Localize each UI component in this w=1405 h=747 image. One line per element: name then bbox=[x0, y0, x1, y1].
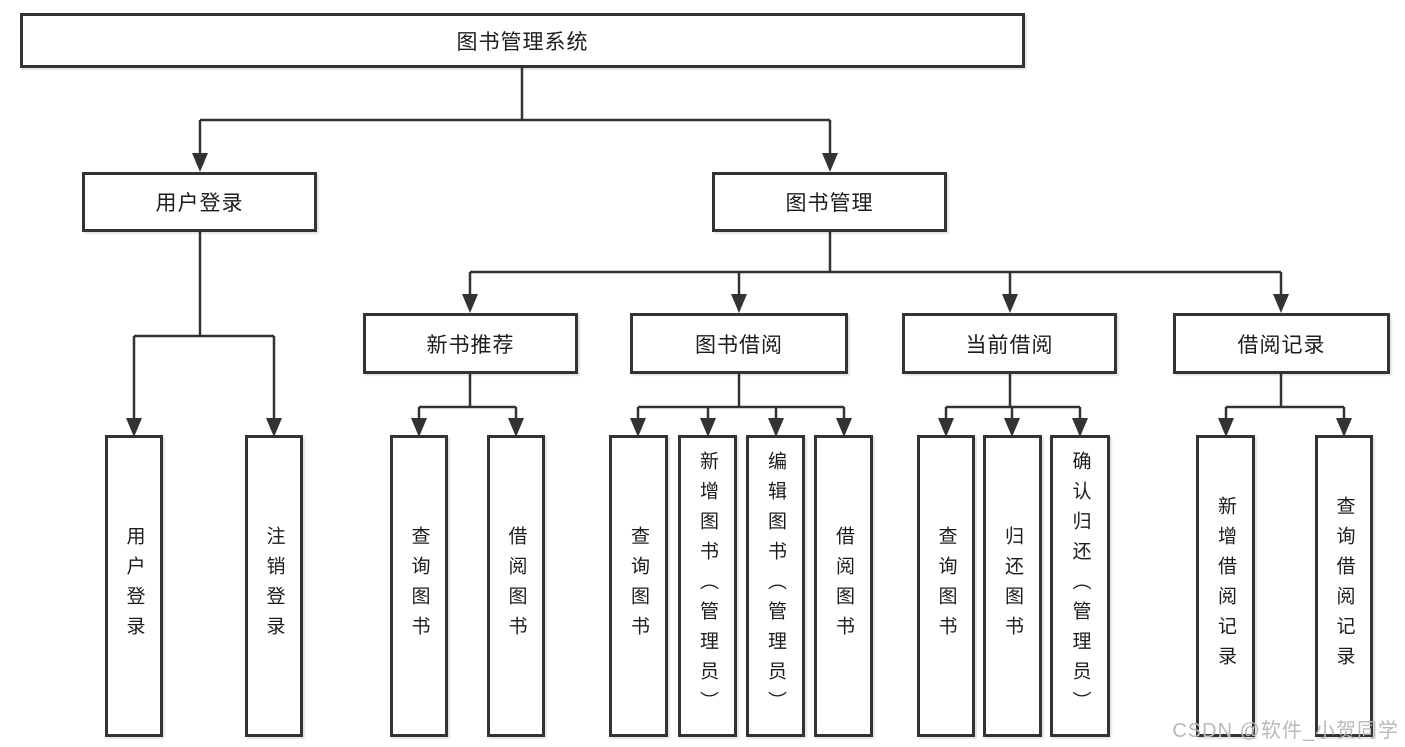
node-current-borrow-label: 当前借阅 bbox=[965, 333, 1054, 357]
node-current-borrow: 当前借阅 bbox=[902, 313, 1117, 374]
node-book-management-label: 图书管理 bbox=[785, 192, 874, 215]
csdn-watermark: CSDN @软件_小贺同学 bbox=[1172, 720, 1399, 742]
leaf-bb-add-book-admin: 新增图书（管理员） bbox=[678, 435, 737, 737]
node-root: 图书管理系统 bbox=[20, 13, 1025, 68]
node-borrow-records-label: 借阅记录 bbox=[1237, 333, 1326, 357]
node-new-book-recommend: 新书推荐 bbox=[363, 313, 578, 374]
node-user-login-label: 用户登录 bbox=[155, 192, 244, 215]
leaf-logout-login: 注销登录 bbox=[245, 435, 303, 737]
leaf-rec-borrow-book: 借阅图书 bbox=[487, 435, 545, 737]
leaf-cb-confirm-return-admin: 确认归还（管理员） bbox=[1050, 435, 1110, 737]
leaf-cb-return-book: 归还图书 bbox=[983, 435, 1042, 737]
node-borrow-records: 借阅记录 bbox=[1173, 313, 1390, 374]
node-book-borrow: 图书借阅 bbox=[630, 313, 848, 374]
node-book-management: 图书管理 bbox=[712, 172, 947, 232]
leaf-user-login: 用户登录 bbox=[105, 435, 163, 737]
leaf-rec-query-book: 查询图书 bbox=[390, 435, 448, 737]
leaf-br-query-record: 查询借阅记录 bbox=[1315, 435, 1373, 737]
leaf-br-add-record: 新增借阅记录 bbox=[1196, 435, 1255, 737]
node-root-label: 图书管理系统 bbox=[456, 30, 589, 54]
node-new-book-recommend-label: 新书推荐 bbox=[426, 333, 515, 357]
leaf-bb-edit-book-admin: 编辑图书（管理员） bbox=[746, 435, 805, 737]
leaf-bb-borrow-book: 借阅图书 bbox=[814, 435, 873, 737]
leaf-cb-query-book: 查询图书 bbox=[917, 435, 975, 737]
leaf-bb-query-book: 查询图书 bbox=[609, 435, 668, 737]
node-book-borrow-label: 图书借阅 bbox=[695, 333, 783, 357]
node-user-login: 用户登录 bbox=[82, 172, 317, 232]
